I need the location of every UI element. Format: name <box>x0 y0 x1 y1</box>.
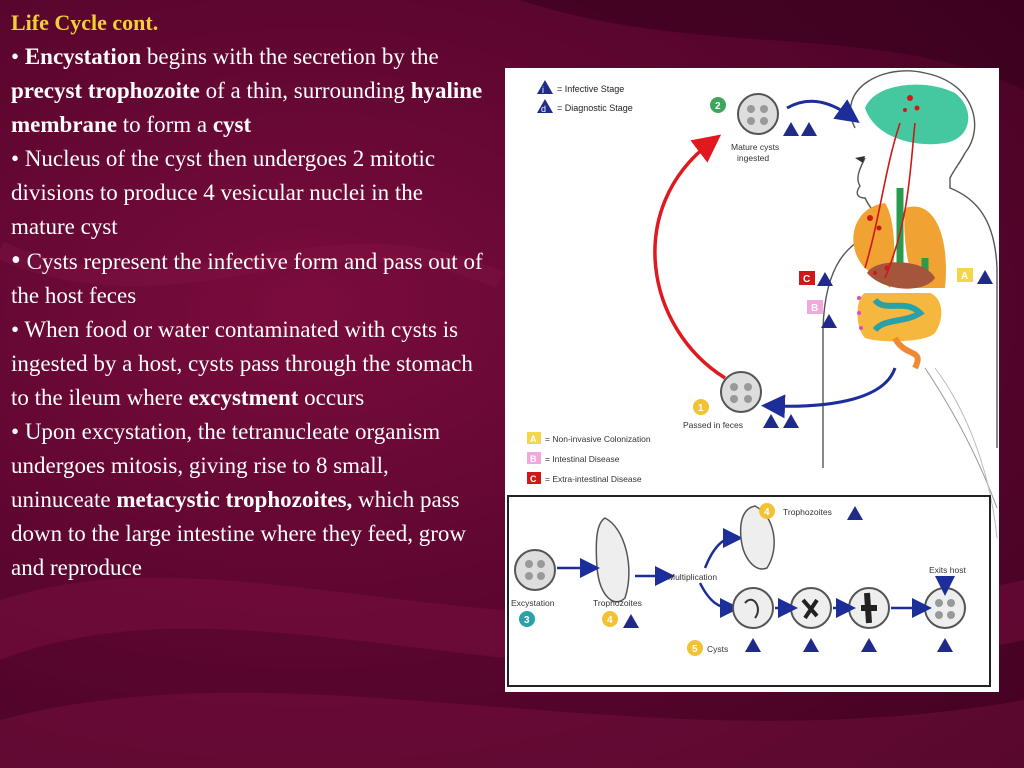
stage-1-passed-in-feces: 1 Passed in feces <box>683 371 799 430</box>
excystation-inset: Excystation 3 Trophozoites 4 Multiplicat… <box>507 495 991 687</box>
svg-text:Exits host: Exits host <box>929 565 966 575</box>
svg-text:2: 2 <box>715 101 721 112</box>
feces-arrow <box>761 367 897 419</box>
bullet-nucleus: • Nucleus of the cyst then undergoes 2 m… <box>11 146 436 239</box>
legend-diagnostic: d = Diagnostic Stage <box>537 99 633 114</box>
legend-a-swatch <box>527 432 541 444</box>
svg-text:C: C <box>803 274 810 285</box>
svg-text:Mature cysts: Mature cysts <box>731 142 779 152</box>
svg-text:ingested: ingested <box>737 153 769 163</box>
svg-text:Trophozoites: Trophozoites <box>783 507 832 517</box>
bullet-excystation: • Upon excystation, the tetranucleate or… <box>11 419 466 580</box>
passed-cyst-icon <box>720 371 762 413</box>
bullet-ingestion: • When food or water contaminated with c… <box>11 317 473 410</box>
mature-cyst-icon <box>737 93 779 135</box>
svg-text:Passed in feces: Passed in feces <box>683 420 743 430</box>
cyst-stage-4-icon <box>924 587 966 629</box>
stage-1-badge <box>693 399 709 415</box>
svg-text:d: d <box>541 104 546 114</box>
svg-text:A: A <box>530 434 537 444</box>
ingestion-arrow <box>786 99 860 124</box>
svg-text:= Infective Stage: = Infective Stage <box>557 84 624 94</box>
stage-2-badge <box>710 97 726 113</box>
svg-text:= Non-invasive Colonization: = Non-invasive Colonization <box>545 434 651 444</box>
legend-bottom: A = Non-invasive Colonization B = Intest… <box>527 432 651 484</box>
life-cycle-svg: i = Infective Stage d = Diagnostic Stage <box>507 70 998 687</box>
svg-text:Cysts: Cysts <box>707 644 728 654</box>
human-body-figure <box>822 70 998 539</box>
svg-text:Excystation: Excystation <box>511 598 555 608</box>
svg-text:5: 5 <box>692 644 698 655</box>
svg-text:4: 4 <box>764 507 770 518</box>
bullet-encystation: • Encystation begins with the secretion … <box>11 44 483 137</box>
cycle-red-arrow <box>653 134 726 380</box>
infective-triangle-icon <box>537 80 553 94</box>
svg-text:i: i <box>542 85 544 95</box>
svg-text:Multiplication: Multiplication <box>668 572 717 582</box>
svg-text:B: B <box>811 303 818 314</box>
legend-infective: i = Infective Stage <box>537 80 624 95</box>
stage-2-mature-cysts: 2 Mature cysts ingested <box>710 93 817 163</box>
svg-text:A: A <box>961 271 968 282</box>
legend-b-swatch <box>527 452 541 464</box>
excystation-cyst-icon <box>514 549 556 591</box>
svg-text:4: 4 <box>607 615 613 626</box>
svg-text:B: B <box>530 454 537 464</box>
trophozoite-icon <box>595 517 630 603</box>
life-cycle-diagram: i = Infective Stage d = Diagnostic Stage <box>505 68 999 692</box>
svg-text:3: 3 <box>524 615 530 626</box>
marker-b: B <box>807 300 837 328</box>
svg-text:= Diagnostic Stage: = Diagnostic Stage <box>557 103 633 113</box>
trophozoite-top-icon <box>739 505 775 570</box>
bullet-cysts-infective: • Cysts represent the infective form and… <box>11 245 483 308</box>
svg-text:= Intestinal Disease: = Intestinal Disease <box>545 454 620 464</box>
svg-text:C: C <box>530 474 537 484</box>
slide-title: Life Cycle cont. <box>11 10 159 35</box>
slide-body: • Encystation begins with the secretion … <box>11 40 491 585</box>
marker-c: C <box>799 271 833 286</box>
svg-text:Trophozoites: Trophozoites <box>593 598 642 608</box>
svg-text:= Extra-intestinal Disease: = Extra-intestinal Disease <box>545 474 642 484</box>
legend-c-swatch <box>527 472 541 484</box>
svg-text:1: 1 <box>698 403 704 414</box>
cyst-stage-1-icon <box>732 587 774 629</box>
marker-a: A <box>957 268 993 284</box>
diagnostic-triangle-icon <box>537 99 553 113</box>
